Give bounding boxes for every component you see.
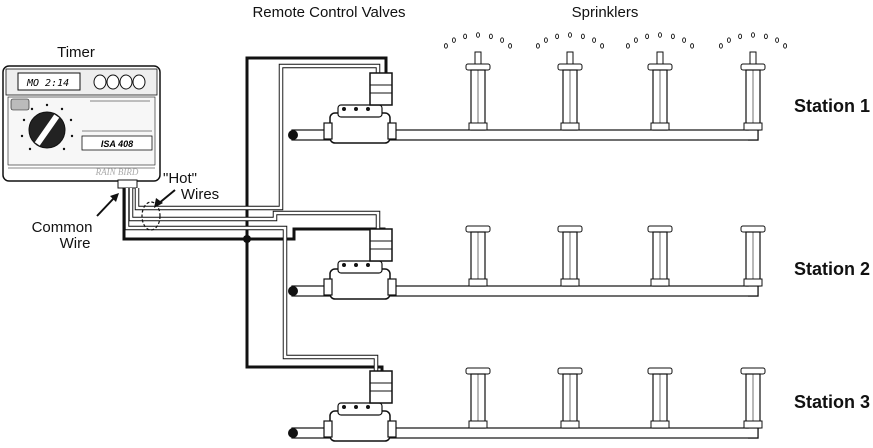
valve-solenoid [369,228,393,262]
water-drop [775,37,780,43]
water-drop [783,43,788,49]
water-drop [738,33,743,40]
common-wire-arrowhead [110,193,119,202]
water-drop [751,32,755,38]
timer-model-label: ISA 408 [101,139,133,149]
water-drop [476,32,480,38]
sprinkler-head [740,367,766,429]
common-wire-label-line1: Common [32,219,93,236]
water-drop [600,43,605,49]
water-drop [670,33,675,40]
sprinkler-head [465,225,491,287]
water-drop [451,37,456,43]
water-drop [633,37,638,43]
water-drop [500,37,505,43]
water-drop [763,33,768,40]
water-drop [658,32,662,38]
timer-lcd [17,72,81,91]
water-drop [568,32,572,38]
timer-button-2 [106,74,120,90]
pipe-inlet [288,130,298,140]
sprinkler-head [625,32,695,131]
timer-lcd-text: MO 2:14 [26,78,69,89]
water-drop [718,43,723,49]
hot-wires-arrowhead [154,198,163,208]
station-label: Station 1 [794,96,870,116]
timer-brand-label: RAIN BIRD [95,167,139,177]
timer-button-4 [132,74,146,90]
wire-splice [243,235,251,243]
water-drop [535,43,540,49]
water-drop [508,43,513,49]
sprinklers-heading: Sprinklers [572,4,639,21]
sprinkler-head [740,225,766,287]
timer-button-1 [93,74,107,90]
water-drop [592,37,597,43]
station-label: Station 3 [794,392,870,412]
hot-wires-label-line2: Wires [181,186,219,203]
timer-button-3 [119,74,133,90]
remote-control-valve [323,370,397,442]
sprinkler-head [647,225,673,287]
water-drop [543,37,548,43]
valve-solenoid [369,370,393,404]
station-3: Station 3 [288,367,870,442]
station-1: Station 1 [288,32,870,144]
common-wire-label-2: Wire [60,235,91,252]
sprinkler-head [557,367,583,429]
common-wire-label: Common [32,219,93,236]
hot-wires-label: "Hot" [163,170,197,187]
stations: Station 1 Station 2 Station 3 [288,32,870,442]
water-drop [625,43,630,49]
station-2: Station 2 [288,225,870,300]
water-drop [443,43,448,49]
station-label: Station 2 [794,259,870,279]
sprinkler-head [718,32,788,131]
water-drop [488,33,493,40]
sprinkler-head [443,32,513,131]
water-drop [463,33,468,40]
hot-wires-label-line1: "Hot" [163,170,197,187]
water-drop [555,33,560,40]
valves-heading: Remote Control Valves [252,4,405,21]
remote-control-valve [323,72,397,144]
common-wire-arrow [96,197,115,217]
hot-wires-marker [141,201,161,231]
remote-control-valve [323,228,397,300]
valve-solenoid [369,72,393,106]
timer-heading: Timer [57,44,95,61]
sprinkler-head [465,367,491,429]
sprinkler-head [557,225,583,287]
water-drop [682,37,687,43]
timer-terminal [117,179,138,189]
common-wire-label-line2: Wire [60,235,91,252]
water-drop [726,37,731,43]
water-drop [580,33,585,40]
pipe-inlet [288,428,298,438]
sprinkler-head [647,367,673,429]
hot-wires-label-2: Wires [181,186,219,203]
water-drop [645,33,650,40]
wiring [122,56,388,381]
pipe-inlet [288,286,298,296]
sprinkler-head [535,32,605,131]
water-drop [690,43,695,49]
timer-unit: Timer MO 2:14 ISA 408 RAIN BIRD [2,44,161,189]
